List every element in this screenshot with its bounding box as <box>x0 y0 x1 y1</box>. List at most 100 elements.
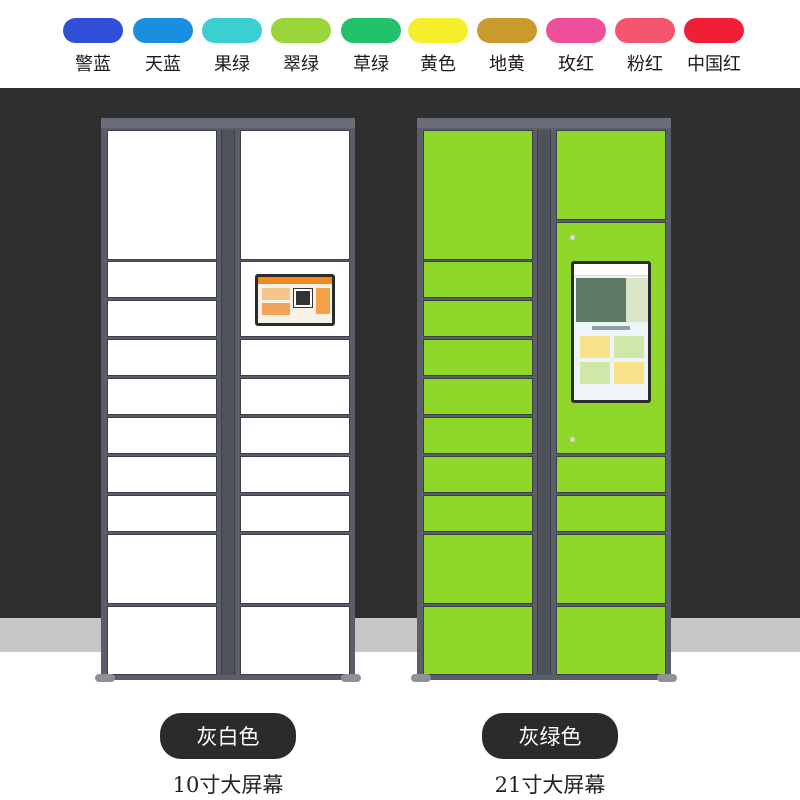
locker-door[interactable] <box>240 417 350 454</box>
locker-column-left <box>107 130 217 675</box>
locker-door[interactable] <box>107 261 217 298</box>
locker-door[interactable] <box>107 534 217 604</box>
locker-door[interactable] <box>423 606 533 675</box>
screen-tile <box>316 288 330 314</box>
locker-door[interactable] <box>240 495 350 532</box>
swatch-pill <box>63 18 123 43</box>
swatch-pill <box>341 18 401 43</box>
swatch-label: 草绿 <box>353 54 389 75</box>
screen-header-bar <box>258 277 332 284</box>
caption-grey-green: 灰绿色 21寸大屏幕 <box>480 713 620 799</box>
screen-menu-tile <box>614 336 644 358</box>
locker-door[interactable] <box>556 130 666 220</box>
locker-cabinet-grey-green <box>411 118 677 682</box>
locker-door[interactable] <box>240 534 350 604</box>
swatch-grass-green[interactable]: 草绿 <box>340 18 402 76</box>
swatch-emerald-green[interactable]: 翠绿 <box>270 18 332 76</box>
locker-door[interactable] <box>423 130 533 260</box>
screen-tile <box>262 288 290 300</box>
swatch-label: 地黄 <box>489 54 525 75</box>
screen-display <box>574 264 648 400</box>
swatch-label: 粉红 <box>627 54 663 75</box>
swatch-rose-red[interactable]: 玫红 <box>545 18 607 76</box>
locker-door[interactable] <box>423 339 533 376</box>
cabinet-foot <box>411 674 431 682</box>
screen-display <box>258 277 332 323</box>
locker-door[interactable] <box>107 495 217 532</box>
swatch-fruit-green[interactable]: 果绿 <box>201 18 263 76</box>
locker-column-right <box>556 130 666 675</box>
locker-door[interactable] <box>423 378 533 415</box>
swatch-china-red[interactable]: 中国红 <box>683 18 745 76</box>
color-swatch-row: 警蓝 天蓝 果绿 翠绿 草绿 黄色 地黄 玫红 粉红 中国红 <box>62 18 752 80</box>
swatch-pill <box>271 18 331 43</box>
swatch-label: 玫红 <box>558 54 594 75</box>
locker-door[interactable] <box>556 606 666 675</box>
screen-panel <box>556 222 666 454</box>
screen-size-label: 21寸大屏幕 <box>494 773 606 797</box>
swatch-label: 天蓝 <box>145 54 181 75</box>
cabinet-foot <box>95 674 115 682</box>
touch-screen-10-inch[interactable] <box>255 274 335 326</box>
cabinet-top-cap <box>101 118 355 128</box>
swatch-sky-blue[interactable]: 天蓝 <box>132 18 194 76</box>
swatch-yellow[interactable]: 黄色 <box>407 18 469 76</box>
caption-grey-white: 灰白色 10寸大屏幕 <box>158 713 298 799</box>
locker-door[interactable] <box>423 534 533 604</box>
swatch-pill <box>202 18 262 43</box>
locker-door[interactable] <box>556 495 666 532</box>
cabinet-top-cap <box>417 118 671 128</box>
locker-door[interactable] <box>423 300 533 337</box>
screen-tile <box>262 303 290 315</box>
locker-door[interactable] <box>240 606 350 675</box>
cabinet-center-strip <box>537 130 551 675</box>
locker-door[interactable] <box>107 456 217 493</box>
screen-menu-tile <box>614 362 644 384</box>
locker-door[interactable] <box>423 417 533 454</box>
color-name-badge: 灰绿色 <box>482 713 618 759</box>
locker-door[interactable] <box>556 456 666 493</box>
locker-column-right <box>240 130 350 675</box>
swatch-pill <box>684 18 744 43</box>
locker-door[interactable] <box>107 378 217 415</box>
locker-door[interactable] <box>423 261 533 298</box>
swatch-pill <box>615 18 675 43</box>
locker-column-left <box>423 130 533 675</box>
swatch-police-blue[interactable]: 警蓝 <box>62 18 124 76</box>
screen-locker-photo <box>576 278 626 322</box>
locker-door[interactable] <box>107 130 217 260</box>
locker-door[interactable] <box>423 456 533 493</box>
locker-door[interactable] <box>107 339 217 376</box>
screen-person-photo <box>626 278 648 322</box>
swatch-label: 黄色 <box>420 54 456 75</box>
locker-door[interactable] <box>240 339 350 376</box>
cabinet-foot <box>341 674 361 682</box>
color-name-badge: 灰白色 <box>160 713 296 759</box>
locker-door[interactable] <box>240 378 350 415</box>
swatch-label: 中国红 <box>687 54 741 75</box>
touch-screen-21-inch[interactable] <box>571 261 651 403</box>
cabinet-foot <box>657 674 677 682</box>
swatch-pill <box>477 18 537 43</box>
screen-size-label: 10寸大屏幕 <box>172 773 284 797</box>
locker-door[interactable] <box>556 534 666 604</box>
screen-header-bar <box>574 264 648 276</box>
swatch-pill <box>133 18 193 43</box>
door-lock-icon <box>570 235 575 240</box>
locker-door[interactable] <box>240 130 350 260</box>
locker-door[interactable] <box>107 417 217 454</box>
door-lock-icon <box>570 437 575 442</box>
swatch-label: 翠绿 <box>283 54 319 75</box>
locker-door[interactable] <box>107 606 217 675</box>
swatch-pill <box>408 18 468 43</box>
qr-code-icon <box>293 288 313 308</box>
locker-door[interactable] <box>107 300 217 337</box>
locker-door[interactable] <box>240 456 350 493</box>
screen-panel <box>240 261 350 337</box>
screen-text-line <box>592 326 630 330</box>
screen-menu-tile <box>580 336 610 358</box>
cabinet-center-strip <box>221 130 235 675</box>
locker-door[interactable] <box>423 495 533 532</box>
swatch-pink-red[interactable]: 粉红 <box>614 18 676 76</box>
swatch-earth-yellow[interactable]: 地黄 <box>476 18 538 76</box>
